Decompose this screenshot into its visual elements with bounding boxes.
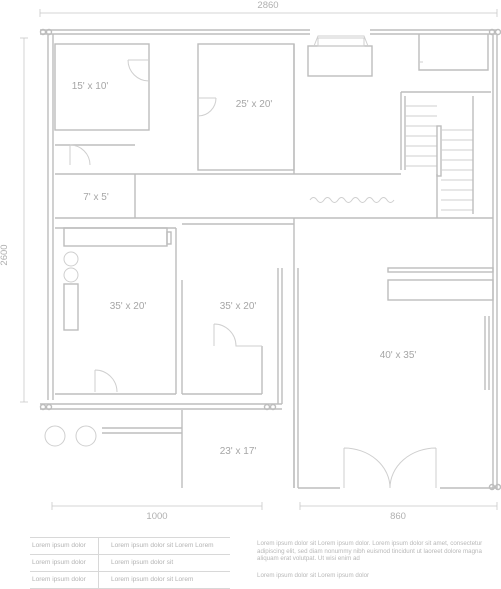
dimension-bottom-right-label: 860 <box>390 511 406 522</box>
exterior-area <box>44 410 295 488</box>
room-label-4: 35' x 20' <box>110 301 147 312</box>
dimension-left-label: 2600 <box>0 244 10 265</box>
legend-value: Lorem ipsum dolor sit <box>111 559 174 566</box>
dimension-top-label: 2860 <box>257 0 278 11</box>
room-label-6: 40' x 35' <box>380 350 417 361</box>
middle-rooms <box>55 223 294 404</box>
room-label-3: 7' x 5' <box>83 192 109 203</box>
dimension-bottom-left: 1000 <box>51 502 263 522</box>
dimension-top: 2860 <box>39 0 498 17</box>
legend-row: Lorem ipsum dolor Lorem ipsum dolor sit <box>30 554 230 571</box>
upper-right-area <box>293 34 493 219</box>
corner-posts <box>39 28 501 491</box>
legend-row: Lorem ipsum dolor Lorem ipsum dolor sit … <box>30 571 230 589</box>
legend-key: Lorem ipsum dolor <box>30 555 99 571</box>
room-label-1: 15' x 10' <box>72 81 109 92</box>
dimension-left: 2600 <box>0 37 28 403</box>
railing <box>309 197 395 203</box>
legend-value: Lorem ipsum dolor sit Lorem <box>111 576 194 583</box>
legend-row: Lorem ipsum dolor Lorem ipsum dolor sit … <box>30 537 230 554</box>
room-labels: 15' x 10' 25' x 20' 7' x 5' 35' x 20' 35… <box>72 81 417 457</box>
dimension-bottom-left-label: 1000 <box>146 511 167 522</box>
notes-line: Lorem ipsum dolor sit Lorem ipsum dolor <box>257 572 370 579</box>
outer-walls <box>40 29 498 490</box>
legend-key: Lorem ipsum dolor <box>30 538 99 554</box>
room-label-5: 35' x 20' <box>220 301 257 312</box>
legend-value: Lorem ipsum dolor sit Lorem Lorem <box>111 542 214 549</box>
legend-table: Lorem ipsum dolor Lorem ipsum dolor sit … <box>30 537 230 589</box>
dimension-bottom-right: 860 <box>299 502 498 522</box>
legend-key: Lorem ipsum dolor <box>30 572 99 588</box>
notes-paragraph: Lorem ipsum dolor sit Lorem ipsum dolor.… <box>257 540 483 563</box>
staircase <box>405 96 474 214</box>
room-label-7: 23' x 17' <box>220 446 257 457</box>
room-label-2: 25' x 20' <box>236 99 273 110</box>
